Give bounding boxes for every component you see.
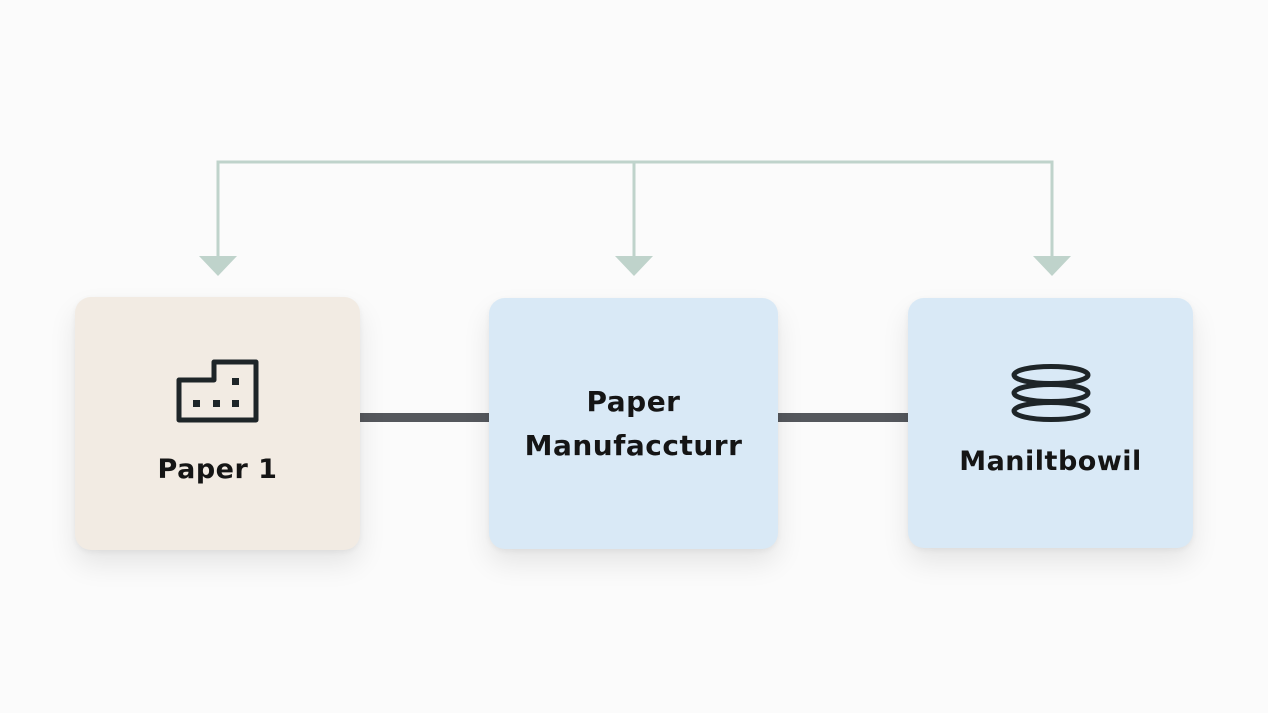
node-maniltbowil[interactable]: Maniltbowil [908, 298, 1193, 548]
factory-icon [176, 358, 260, 428]
stack-icon [1010, 364, 1092, 426]
node-label: Maniltbowil [959, 446, 1142, 477]
edge-paper1-to-manufacturer [360, 413, 490, 422]
arrowhead-to-manufacturer [615, 256, 653, 276]
node-paper-manufacturer[interactable]: Paper Manufaccturr [489, 298, 778, 549]
arrowhead-to-paper-1 [199, 256, 237, 276]
arrowhead-to-maniltbowil [1033, 256, 1071, 276]
node-label-line-2: Manufaccturr [524, 428, 743, 462]
node-label: Paper 1 [157, 453, 278, 485]
edge-manufacturer-to-maniltbowil [778, 413, 909, 422]
node-paper-1[interactable]: Paper 1 [75, 297, 360, 550]
node-label-line-1: Paper [586, 384, 681, 418]
